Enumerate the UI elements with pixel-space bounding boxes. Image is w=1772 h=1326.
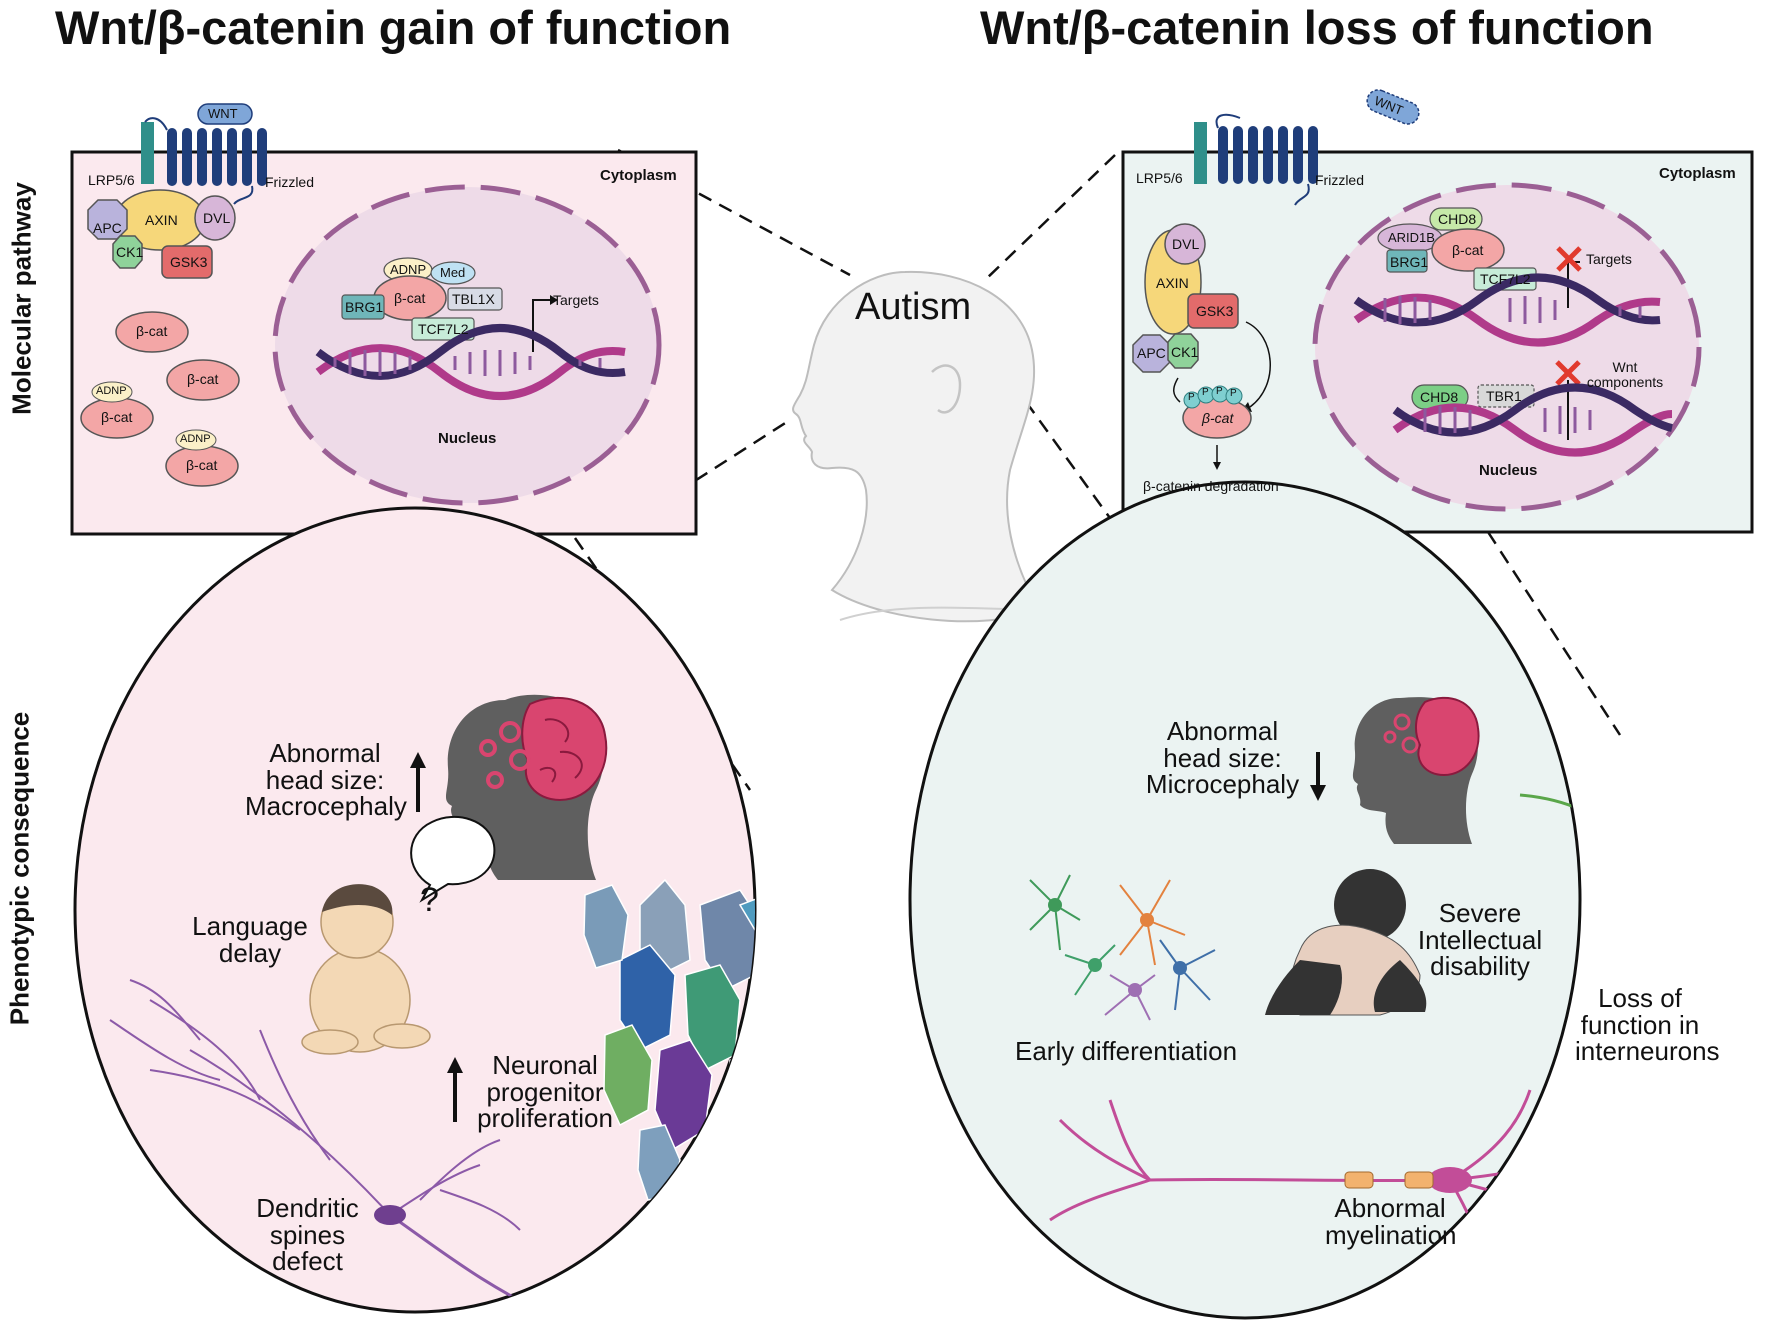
person-writing-illustration xyxy=(1265,869,1427,1016)
left-lrp-receptor xyxy=(141,122,154,184)
right-apc-label: APC xyxy=(1137,345,1166,361)
right-gsk3-label: GSK3 xyxy=(1196,303,1234,319)
interneurons-label: Loss of function in interneurons xyxy=(1575,983,1720,1067)
left-nucleus xyxy=(272,184,662,506)
right-arid1b-label: ARID1B xyxy=(1388,230,1435,245)
neuronal-progenitor-label: Neuronal progenitor proliferation xyxy=(477,1050,613,1134)
human-head-silhouette xyxy=(792,270,1042,623)
left-dvl xyxy=(194,195,236,241)
left-bcat-label-4: β-cat xyxy=(186,457,218,473)
right-tcf7l2-label: TCF7L2 xyxy=(1480,271,1531,287)
left-axin-label: AXIN xyxy=(145,212,178,228)
early-differentiation-label: Early differentiation xyxy=(1015,1036,1238,1066)
left-cytoplasm-label: Cytoplasm xyxy=(600,167,677,184)
left-tcf7l2-label: TCF7L2 xyxy=(418,321,469,337)
left-apc-label: APC xyxy=(93,220,122,236)
right-wnt-ligand xyxy=(1366,89,1420,125)
right-targets-label: Targets xyxy=(1586,251,1632,267)
abnormal-myelination-label: Abnormal myelination xyxy=(1325,1193,1457,1250)
title-loss-of-function: Wnt/β-catenin loss of function xyxy=(980,1,1654,54)
right-brg1-label: BRG1 xyxy=(1390,254,1429,270)
right-axin-label: AXIN xyxy=(1156,275,1189,291)
left-adnp-label-2: ADNP xyxy=(180,433,211,445)
right-p-label-4: P xyxy=(1230,388,1237,399)
left-med-label: Med xyxy=(440,265,466,280)
right-nucleus xyxy=(1312,182,1702,512)
language-delay-label: Language delay xyxy=(192,911,308,968)
right-nuclear-bcat-label: β-cat xyxy=(1452,242,1484,258)
left-frizzled-label: Frizzled xyxy=(265,174,315,190)
left-lrp-label: LRP5/6 xyxy=(88,172,135,188)
right-nucleus-label: Nucleus xyxy=(1479,462,1538,479)
right-p-label-2: P xyxy=(1202,387,1209,398)
left-targets-label: Targets xyxy=(553,292,599,308)
left-nucleus-label: Nucleus xyxy=(438,430,497,447)
right-dna-helix-lower xyxy=(1392,383,1673,457)
right-tbr1-label: TBR1 xyxy=(1486,388,1522,404)
autism-label: Autism xyxy=(855,286,972,328)
right-phenotype-ellipse xyxy=(908,480,1582,1320)
right-bcat-label: β-cat xyxy=(1202,410,1234,426)
right-chd8-label-2: CHD8 xyxy=(1420,389,1459,405)
right-wnt-components-label: Wnt components xyxy=(1586,359,1664,390)
title-gain-of-function: Wnt/β-catenin gain of function xyxy=(55,1,732,54)
right-chd8-label-1: CHD8 xyxy=(1438,211,1477,227)
right-frizzled-label: Frizzled xyxy=(1315,172,1365,188)
baby-illustration xyxy=(301,884,431,1055)
left-adnp-label-1: ADNP xyxy=(96,385,127,397)
left-bcat-label-1: β-cat xyxy=(136,323,168,339)
left-wnt-ligand xyxy=(197,103,253,125)
left-apc xyxy=(87,199,128,240)
left-tbl1x-label: TBL1X xyxy=(452,291,495,307)
left-ck1-label: CK1 xyxy=(116,244,144,260)
right-x-mark-targets xyxy=(1556,246,1582,272)
left-dvl-label: DVL xyxy=(203,210,231,226)
dendritic-neuron xyxy=(109,979,561,1312)
left-gsk3 xyxy=(161,245,213,279)
macrocephaly-label: Abnormal head size: Macrocephaly xyxy=(245,738,407,822)
dendritic-spines-label: Dendritic spines defect xyxy=(256,1193,359,1277)
right-p-label-1: P xyxy=(1188,392,1195,403)
left-ck1 xyxy=(112,235,143,269)
microcephaly-label: Abnormal head size: Microcephaly xyxy=(1145,716,1300,800)
left-gsk3-label: GSK3 xyxy=(170,254,208,270)
speech-bubble xyxy=(410,815,496,903)
right-p-label-3: P xyxy=(1216,386,1223,397)
right-x-mark-wnt-components xyxy=(1555,360,1581,386)
right-cytoplasm-label: Cytoplasm xyxy=(1659,165,1736,182)
right-degradation-label: β-catenin degradation xyxy=(1143,478,1279,494)
right-lrp-label: LRP5/6 xyxy=(1136,170,1183,186)
intellectual-disability-label: Severe Intellectual disability xyxy=(1417,898,1543,982)
left-adnp-label-3: ADNP xyxy=(390,262,427,277)
left-frizzled-receptor xyxy=(167,128,267,186)
right-dna-helix-upper xyxy=(1353,273,1661,347)
left-brg1-label: BRG1 xyxy=(345,299,384,315)
left-dna-helix xyxy=(315,324,626,400)
interneuron-illustration xyxy=(1519,793,1580,871)
left-nuclear-bcat-label: β-cat xyxy=(394,290,426,306)
left-bcat-label-2: β-cat xyxy=(187,371,219,387)
right-dvl-label: DVL xyxy=(1172,236,1200,252)
right-ck1-label: CK1 xyxy=(1171,344,1199,360)
question-mark-label: ? xyxy=(420,881,439,919)
left-bcat-label-3: β-cat xyxy=(101,409,133,425)
left-wnt-label: WNT xyxy=(208,106,238,121)
